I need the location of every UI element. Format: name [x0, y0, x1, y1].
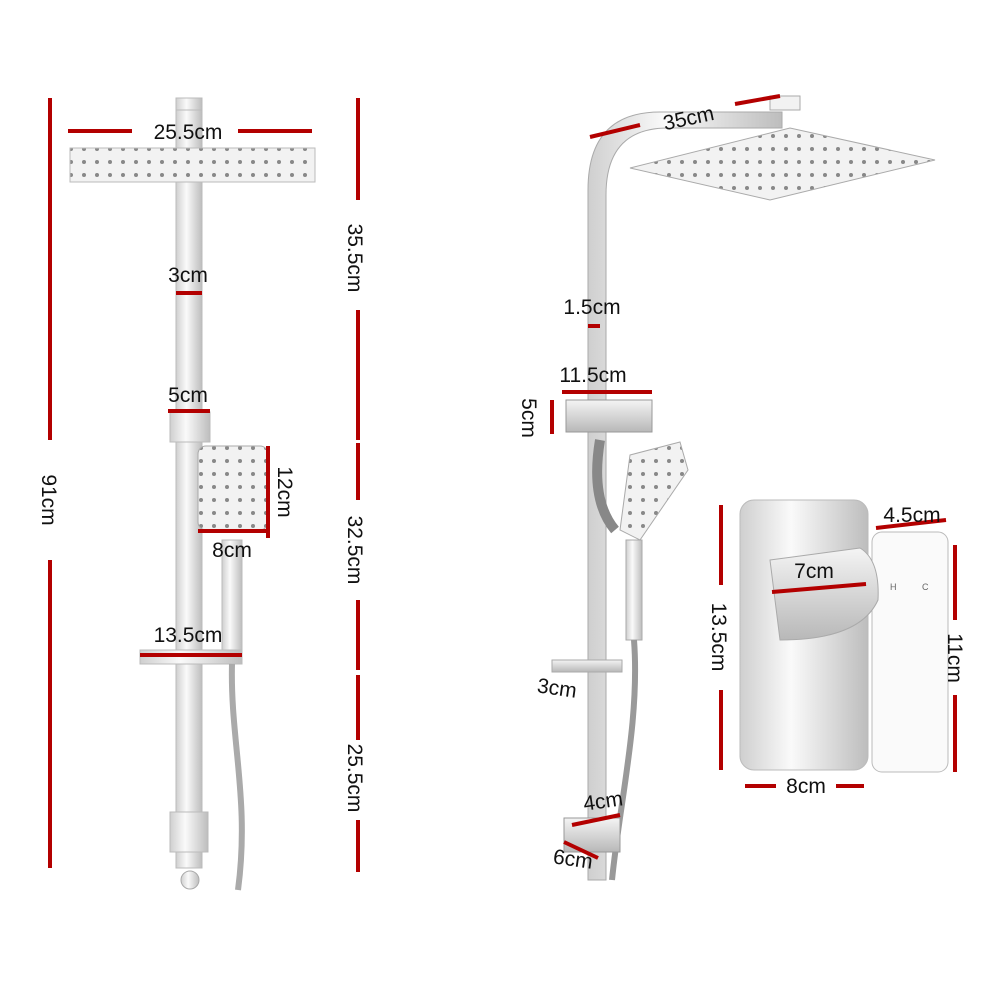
dim-line: [875, 518, 947, 530]
mixer-spout: [769, 547, 879, 641]
label-bracket-depth: 6cm: [552, 845, 595, 873]
label-holder-height: 5cm: [517, 398, 540, 438]
holder-side: [565, 399, 653, 433]
rain-head-side: [629, 127, 936, 201]
rail-top-cap: [175, 97, 203, 111]
label-plate-width: 8cm: [786, 775, 826, 798]
label-slide-bar-width: 13.5cm: [154, 624, 223, 647]
cold-mark: C: [922, 582, 929, 592]
handheld-front: [197, 445, 269, 531]
holder-front: [169, 411, 211, 443]
label-holder-width: 5cm: [168, 384, 208, 407]
label-rail-width: 3cm: [168, 264, 208, 287]
label-head-depth: 35cm: [661, 102, 716, 135]
hot-mark: H: [890, 582, 897, 592]
dim-line: [771, 582, 867, 594]
label-bracket-width: 4cm: [582, 787, 625, 815]
dim-line: [589, 123, 641, 139]
label-lower-segment: 25.5cm: [343, 744, 366, 813]
label-spout-depth: 7cm: [794, 560, 834, 583]
rain-head-front: [69, 147, 316, 183]
label-rail-depth: 1.5cm: [563, 296, 620, 319]
label-handle-width: 4.5cm: [883, 504, 940, 527]
bracket-front: [169, 811, 209, 853]
front-view: 25.5cm 3cm 5cm 12cm 8cm 13.5cm 91cm 35.5…: [37, 97, 366, 891]
rail-side: [587, 111, 783, 881]
mixer-body: [871, 531, 949, 773]
label-head-width: 25.5cm: [154, 121, 223, 144]
handheld-grip-side: [625, 539, 643, 641]
side-view: 35cm 1.5cm 11.5cm 5cm 3cm 4cm 6cm: [517, 94, 936, 881]
label-holder-depth: 11.5cm: [559, 364, 626, 387]
holder-arm: [592, 439, 619, 534]
label-handheld-height: 12cm: [273, 466, 296, 517]
dim-line: [563, 840, 599, 860]
inlet-front: [180, 870, 200, 890]
hose-front: [228, 663, 245, 891]
mixer: H C 4.5cm 7cm 13.5cm 11cm 8cm: [707, 499, 966, 798]
label-body-height: 11cm: [943, 633, 966, 683]
label-total-height: 91cm: [37, 474, 60, 525]
shelf-side: [551, 659, 623, 673]
arm-cap: [769, 95, 801, 111]
dim-line: [734, 94, 781, 106]
label-upper-segment: 35.5cm: [343, 224, 366, 293]
label-middle-segment: 32.5cm: [343, 516, 366, 585]
label-plate-height: 13.5cm: [707, 603, 730, 672]
label-handheld-width: 8cm: [212, 539, 252, 562]
label-shelf: 3cm: [536, 674, 579, 702]
dim-line: [571, 813, 621, 827]
handheld-side: [619, 441, 689, 541]
